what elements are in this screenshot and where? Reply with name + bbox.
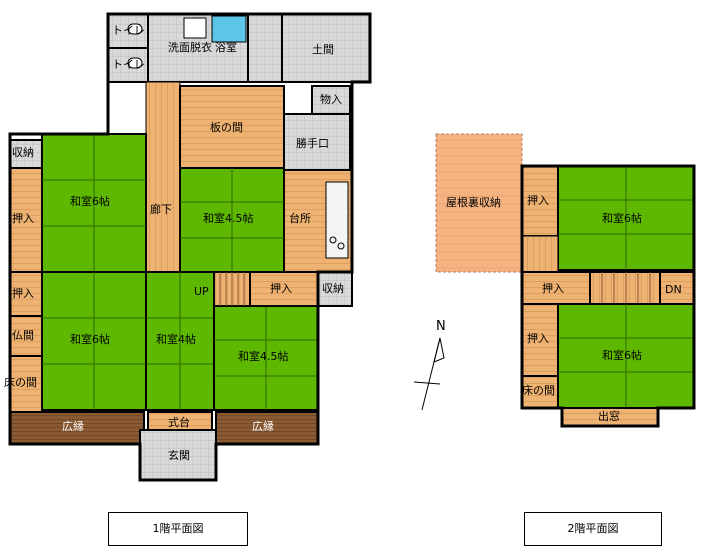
label-attic-storage: 屋根裏収納 <box>446 196 501 209</box>
label-tokonoma-1f: 床の間 <box>4 376 37 389</box>
label-up: UP <box>194 285 209 298</box>
label-oshiire-left-2: 押入 <box>12 287 34 300</box>
floor2-caption: 2階平面図 <box>524 512 662 546</box>
sink-icon <box>183 17 207 39</box>
floor1 <box>8 12 372 482</box>
label-oshiire-2f-top: 押入 <box>527 194 549 207</box>
label-washitsu-6-bottom: 和室6帖 <box>70 333 110 346</box>
label-itanoma: 板の間 <box>210 121 243 134</box>
label-dn: DN <box>665 283 682 296</box>
label-oshiire-left-1: 押入 <box>12 212 34 225</box>
doma-room <box>247 13 371 83</box>
label-washitsu-4: 和室4帖 <box>156 333 196 346</box>
label-kitchen: 台所 <box>289 212 311 225</box>
label-washitsu-6-2f-top: 和室6帖 <box>602 212 642 225</box>
compass-north-label: N <box>436 319 446 334</box>
label-washitsu-6-2f-bottom: 和室6帖 <box>602 349 642 362</box>
label-genkan: 玄関 <box>168 449 190 462</box>
label-tokonoma-2f: 床の間 <box>522 384 555 397</box>
label-washitsu-6-top: 和室6帖 <box>70 195 110 208</box>
label-washroom: 洗面脱衣 <box>168 41 212 54</box>
label-storage-right: 収納 <box>322 282 344 295</box>
storage-right <box>317 271 353 307</box>
label-washitsu-45-right: 和室4.5帖 <box>238 350 289 363</box>
attic-storage <box>435 133 523 273</box>
tokonoma-2f <box>521 375 559 409</box>
label-toilet-2: トイレ <box>112 58 145 71</box>
label-oshiire-center: 押入 <box>270 282 292 295</box>
label-washitsu-45-center: 和室4.5帖 <box>203 212 254 225</box>
landing-2f <box>521 235 559 273</box>
label-shikidai: 式台 <box>168 416 190 429</box>
corridor-vertical <box>145 81 181 273</box>
label-doma: 土間 <box>312 43 334 56</box>
floor1-caption: 1階平面図 <box>108 512 248 546</box>
hiroen-right <box>215 411 319 445</box>
itanoma-room <box>179 85 285 169</box>
katteguchi-room <box>283 113 351 171</box>
toilet-bowl-1-icon <box>127 23 143 35</box>
label-butsuma: 仏間 <box>12 329 34 342</box>
label-oshiire-2f-mid: 押入 <box>542 282 564 295</box>
label-toilet-1: トイレ <box>112 24 145 37</box>
label-oshiire-2f-low: 押入 <box>527 332 549 345</box>
oshiire-left-1 <box>9 167 43 273</box>
toilet-bowl-2-icon <box>127 57 143 69</box>
label-bath: 浴室 <box>215 41 237 54</box>
oshiire-center <box>249 271 319 307</box>
label-hiroen-left: 広縁 <box>62 420 84 433</box>
label-katteguchi: 勝手口 <box>296 137 329 150</box>
kitchen-counter-icon <box>325 181 349 259</box>
label-bay-window: 出窓 <box>598 410 620 423</box>
north-compass-icon <box>413 337 445 411</box>
bathtub-icon <box>211 15 247 43</box>
label-corridor: 廊下 <box>150 203 172 216</box>
label-storage-top-left: 収納 <box>12 146 34 159</box>
label-hiroen-right: 広縁 <box>252 420 274 433</box>
floor2 <box>435 133 696 428</box>
label-storage-mono: 物入 <box>320 93 342 106</box>
genkan-room <box>139 429 217 481</box>
